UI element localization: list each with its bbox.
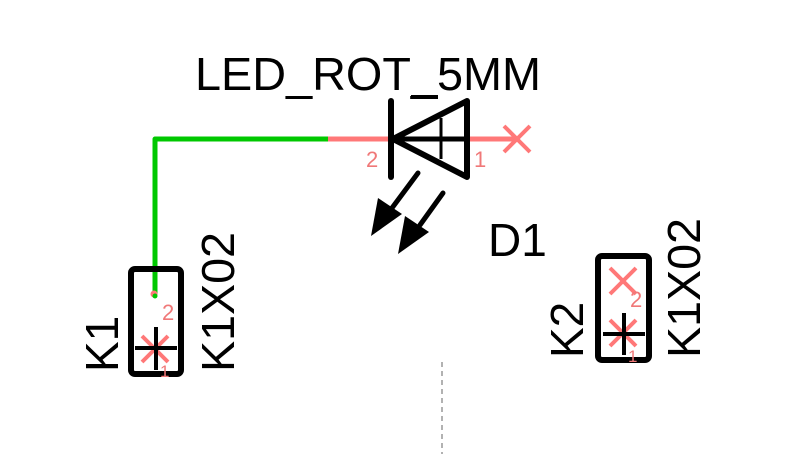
k1-net-end-dot <box>152 293 158 299</box>
part-k2-connector[interactable]: 2 1 K2 K1X02 <box>541 218 710 366</box>
k1-pin-1-plus-icon <box>135 327 177 370</box>
part-k1-connector[interactable]: 2 1 K1 K1X02 <box>76 232 244 381</box>
part-d1-led[interactable]: LED_ROT_5MM D1 2 1 <box>195 48 547 266</box>
k1-body <box>128 266 184 377</box>
k2-pin-2-unconnected-x-icon <box>608 266 638 296</box>
d1-light-arrows-icon <box>371 170 446 254</box>
k1-pin-2-number: 2 <box>162 300 174 325</box>
d1-name-label: D1 <box>488 214 547 266</box>
d1-pin-2-number: 2 <box>366 147 378 172</box>
k1-value-label: K1X02 <box>192 232 244 372</box>
net-wire-d1-k1[interactable] <box>152 136 328 295</box>
k2-name-label: K2 <box>541 302 593 358</box>
k2-body <box>595 253 652 363</box>
k2-value-label: K1X02 <box>658 218 710 358</box>
d1-pin-1-number: 1 <box>474 147 486 172</box>
k1-pin-1-number: 1 <box>160 362 169 381</box>
d1-pin-1-unconnected-x-icon <box>502 124 532 154</box>
k2-pin-1-plus-icon <box>603 313 645 355</box>
k2-pin-1-number: 1 <box>628 347 637 366</box>
d1-value-label: LED_ROT_5MM <box>195 48 541 100</box>
k2-pin-2-number: 2 <box>630 287 642 312</box>
k1-name-label: K1 <box>76 316 128 372</box>
